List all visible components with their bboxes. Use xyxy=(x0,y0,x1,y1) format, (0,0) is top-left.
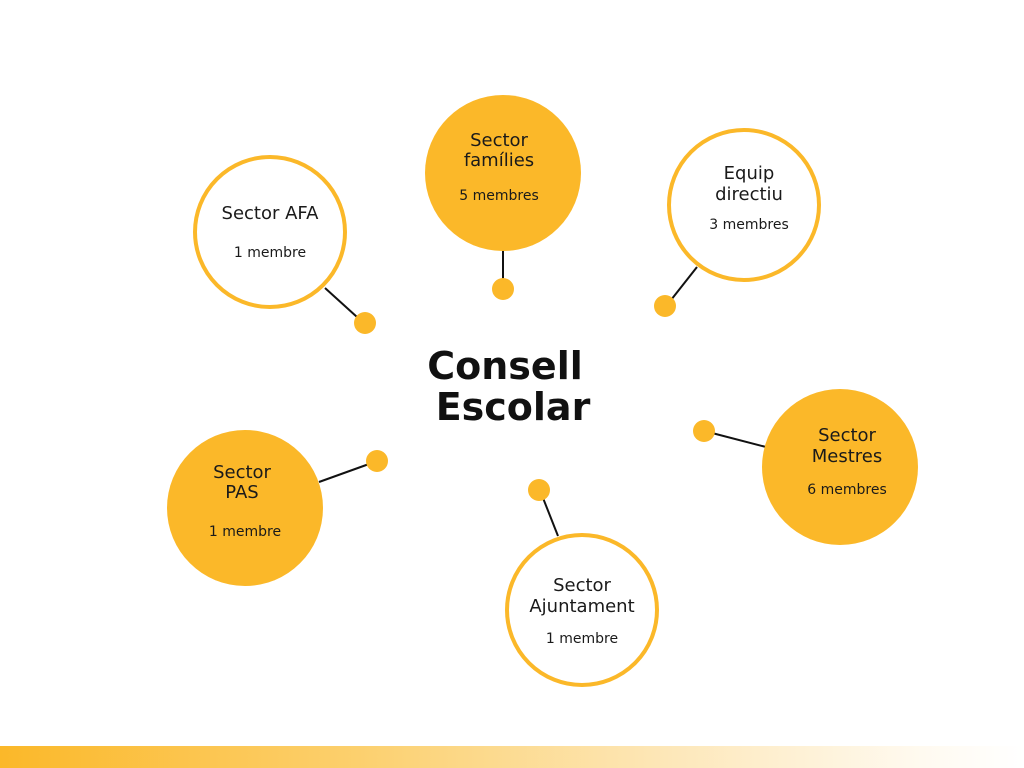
node-members: 6 membres xyxy=(807,482,887,498)
node-sector-ajuntament: Sector Ajuntament 1 membre xyxy=(505,479,659,687)
node-label-2: famílies xyxy=(464,150,534,171)
connector-dot xyxy=(492,278,514,300)
node-circle xyxy=(505,533,659,687)
node-label: Sector xyxy=(553,575,611,596)
node-label: Equip xyxy=(724,163,775,184)
connector-dot xyxy=(354,312,376,334)
node-sector-families: Sector famílies 5 membres xyxy=(425,95,581,300)
node-label-2: directiu xyxy=(715,184,783,205)
node-circle xyxy=(193,155,347,309)
diagram-title-line1: Consell xyxy=(427,344,583,388)
node-label: Sector xyxy=(818,425,876,446)
node-members: 1 membre xyxy=(546,631,618,647)
node-label: Sector AFA xyxy=(222,203,320,224)
connector-line xyxy=(670,266,698,301)
node-equip-directiu: Equip directiu 3 membres xyxy=(654,128,821,317)
node-members: 5 membres xyxy=(459,188,539,204)
node-members: 1 membre xyxy=(209,524,281,540)
connector-line xyxy=(542,497,559,537)
node-sector-mestres: Sector Mestres 6 membres xyxy=(693,389,918,545)
bottom-gradient-bar xyxy=(0,746,1024,768)
node-label-2: Mestres xyxy=(812,446,883,467)
node-circle xyxy=(667,128,821,282)
node-label-2: Ajuntament xyxy=(529,596,634,617)
connector-dot xyxy=(366,450,388,472)
node-label: Sector xyxy=(213,462,271,483)
node-circle xyxy=(762,389,918,545)
connector-line xyxy=(318,463,370,483)
node-sector-pas: Sector PAS 1 membre xyxy=(167,430,388,586)
node-members: 1 membre xyxy=(234,245,306,261)
connector-dot xyxy=(528,479,550,501)
node-members: 3 membres xyxy=(709,217,789,233)
connector-line xyxy=(711,432,767,448)
node-label: Sector xyxy=(470,130,528,151)
node-circle xyxy=(425,95,581,251)
connector-dot xyxy=(693,420,715,442)
node-circle xyxy=(167,430,323,586)
diagram-title-line2: Escolar xyxy=(436,385,591,429)
connector-line xyxy=(324,287,358,318)
connector-dot xyxy=(654,295,676,317)
node-sector-afa: Sector AFA 1 membre xyxy=(193,155,376,334)
node-label-2: PAS xyxy=(225,482,258,503)
